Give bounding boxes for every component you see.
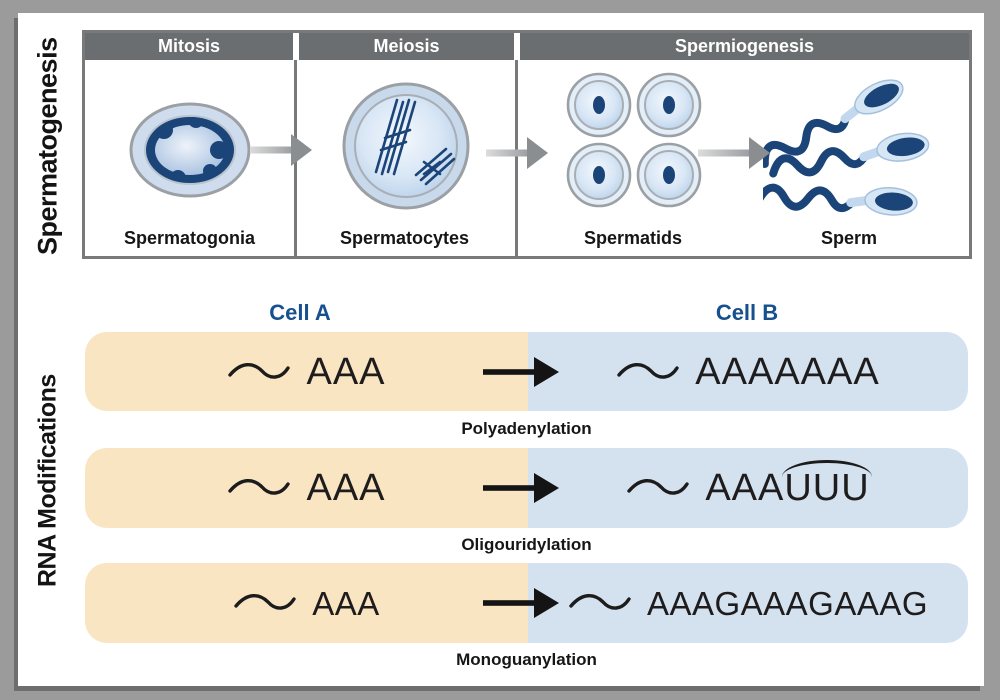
cell-a-region: AAA	[85, 448, 528, 528]
phase-header-row: Mitosis Meiosis Spermiogenesis	[85, 33, 969, 60]
stage-arrow-right-icon	[486, 137, 548, 169]
cell-b-region: AAAUUU	[528, 448, 968, 528]
rna-squiggle-icon	[234, 594, 296, 610]
modification-label-polyadenylation: Polyadenylation	[461, 419, 592, 438]
phase-header-spermiogenesis: Spermiogenesis	[520, 33, 969, 60]
panel-divider	[515, 60, 518, 256]
sperm-cells-icon	[763, 79, 930, 216]
rna-sequence-text: AAAUUU	[705, 460, 873, 509]
rna-squiggle-icon	[627, 479, 690, 495]
cell-label-spermatogonia: Spermatogonia	[123, 228, 256, 248]
rna-sequence-group: AAAAAAA	[616, 353, 879, 391]
cell-label-sperm: Sperm	[820, 228, 878, 248]
modification-label-oligouridylation: Oligouridylation	[461, 535, 592, 554]
conversion-arrow-right-icon	[483, 588, 559, 618]
rna-sequence-group: AAAGAAAGAAAG	[568, 587, 928, 620]
cell-a-region: AAA	[85, 332, 528, 411]
spermatogonia-cell-icon	[129, 102, 251, 198]
stage-arrow-right-icon	[698, 137, 770, 169]
spermatogenesis-panel: Mitosis Meiosis Spermiogenesis	[82, 30, 972, 259]
spermatocyte-cell-icon	[342, 82, 470, 210]
cell-b-region: AAAAAAA	[528, 332, 968, 411]
section-title-spermatogenesis: Spermatogenesis	[32, 37, 63, 255]
phase-header-meiosis: Meiosis	[299, 33, 514, 60]
rna-sequence-arc: UUU	[782, 460, 873, 509]
rna-squiggle-icon	[228, 479, 291, 495]
rna-sequence-group: AAA	[227, 353, 385, 391]
rna-sequence-main: AAAGAAAGAAAG	[646, 584, 929, 622]
cell-label-spermatids: Spermatids	[583, 228, 683, 248]
phase-header-mitosis: Mitosis	[85, 33, 293, 60]
spermatogenesis-panel-body: Spermatogonia Spermatocytes Spermatids S…	[85, 60, 969, 256]
rna-sequence-text: AAAGAAAGAAAG	[647, 587, 928, 620]
spermatid-cell-icon	[566, 72, 632, 138]
rna-sequence-text: AAAAAAA	[695, 353, 879, 391]
rna-sequence-group: AAA	[233, 587, 380, 620]
cell-label-spermatocytes: Spermatocytes	[339, 228, 470, 248]
rna-sequence-main: AAA	[705, 467, 785, 509]
conversion-arrow-right-icon	[483, 356, 559, 387]
rna-sequence-text: AAA	[306, 350, 386, 393]
rna-modification-row-polyadenylation: AAA AAAAAAA	[85, 332, 968, 411]
column-header-cell-b: Cell B	[715, 300, 779, 325]
rna-squiggle-icon	[228, 362, 291, 379]
spermatid-cells-icon	[566, 72, 702, 208]
rna-sequence-group: AAA	[227, 469, 385, 507]
spermatid-cell-icon	[636, 72, 702, 138]
rna-sequence-text: AAA	[306, 467, 386, 509]
rna-squiggle-icon	[569, 594, 631, 610]
rna-sequence-text: AAA	[312, 584, 380, 622]
figure-page: Spermatogenesis RNA Modifications Mitosi…	[18, 13, 984, 686]
stage-arrow-right-icon	[250, 134, 312, 166]
cell-b-region: AAAGAAAGAAAG	[528, 563, 968, 643]
spermatid-cell-icon	[566, 142, 632, 208]
modification-label-monoguanylation: Monoguanylation	[456, 650, 597, 669]
column-header-cell-a: Cell A	[269, 300, 331, 325]
rna-modification-row-monoguanylation: AAA AAAGAAAGAAAG	[85, 563, 968, 643]
conversion-arrow-right-icon	[483, 473, 559, 503]
rna-sequence-main: AAAAAAA	[695, 350, 880, 393]
section-title-rna-modifications: RNA Modifications	[33, 374, 62, 588]
rna-sequence-group: AAAUUU	[626, 460, 873, 509]
cell-a-region: AAA	[85, 563, 528, 643]
rna-modification-row-oligouridylation: AAA AAAUUU	[85, 448, 968, 528]
spermatid-cell-icon	[636, 142, 702, 208]
rna-squiggle-icon	[617, 362, 679, 379]
